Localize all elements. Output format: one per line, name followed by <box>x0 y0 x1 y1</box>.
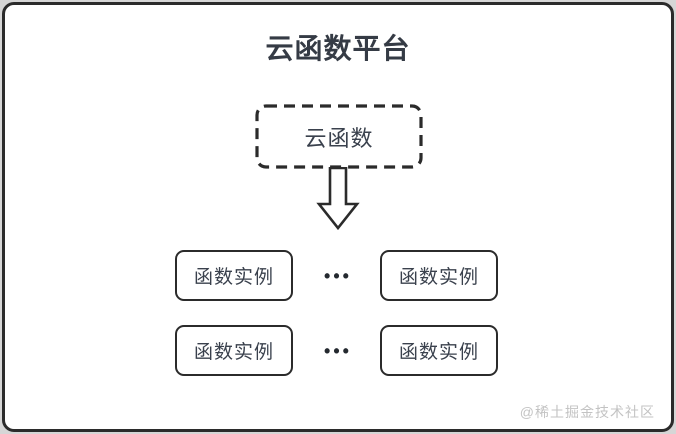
cloud-function-node: 云函数 <box>255 104 423 169</box>
down-arrow-icon <box>316 167 360 231</box>
function-instance-node: 函数实例 <box>380 250 498 301</box>
diagram-title: 云函数平台 <box>265 33 411 64</box>
function-instance-node: 函数实例 <box>380 325 498 376</box>
function-instance-node: 函数实例 <box>175 250 293 301</box>
function-instance-node: 函数实例 <box>175 325 293 376</box>
ellipsis-separator: ••• <box>324 266 352 286</box>
watermark: @稀土掘金技术社区 <box>519 404 655 420</box>
cloud-function-label: 云函数 <box>304 125 374 151</box>
ellipsis-separator: ••• <box>324 341 352 361</box>
